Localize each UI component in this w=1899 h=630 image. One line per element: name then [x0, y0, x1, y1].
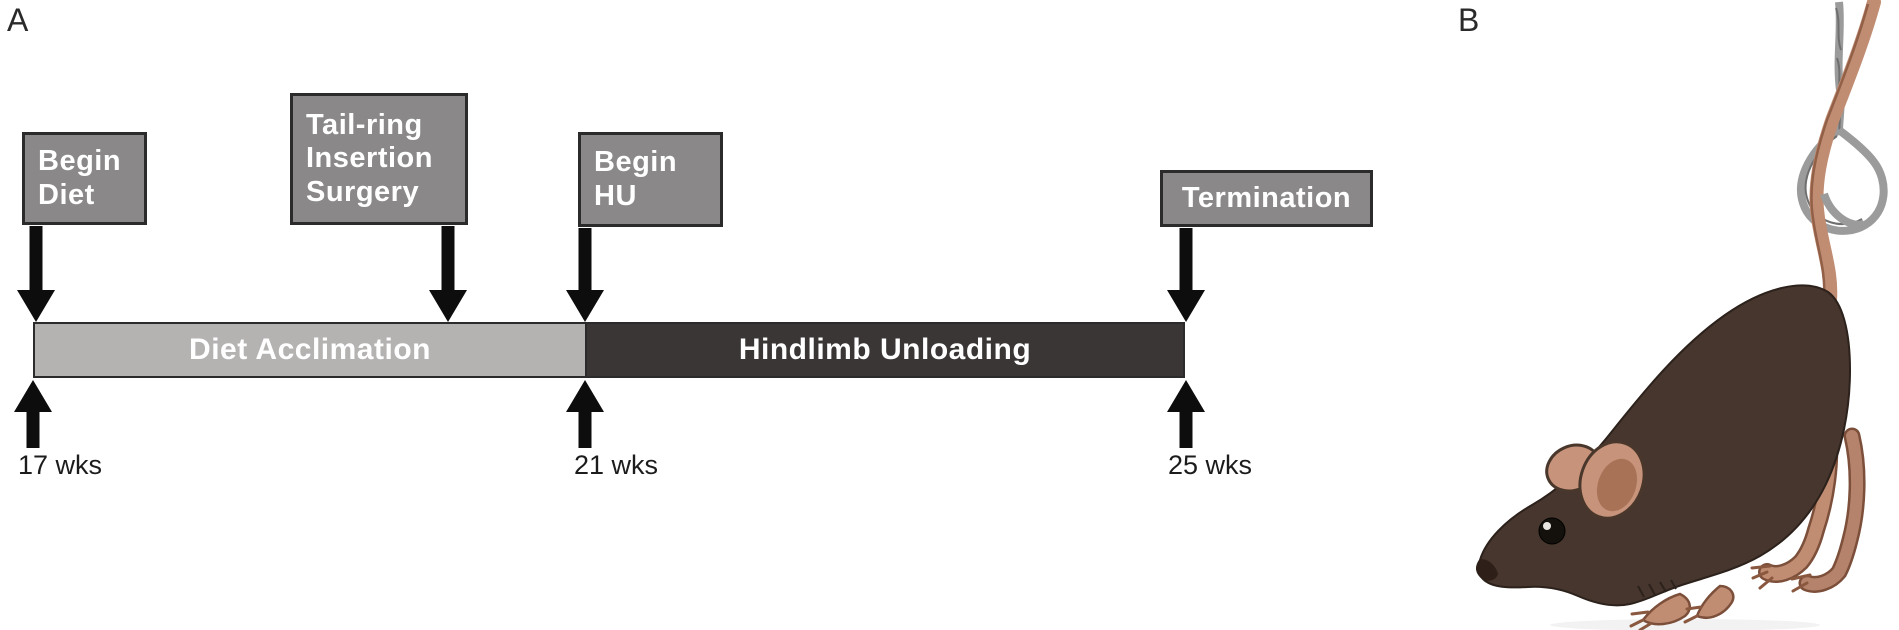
event-box-termination: Termination	[1160, 170, 1373, 227]
arrow-head	[566, 290, 604, 322]
mouse-body	[1476, 284, 1852, 607]
mouse-nose	[1476, 559, 1498, 581]
ground-shadow	[1550, 619, 1820, 630]
event-box-begin-diet: Begin Diet	[22, 132, 147, 225]
phase-diet-acclimation: Diet Acclimation	[35, 324, 587, 376]
event-box-tail-ring-surgery: Tail-ring Insertion Surgery	[290, 93, 468, 225]
down-arrow-icon	[1167, 228, 1205, 322]
panel-a-label: A	[7, 2, 29, 38]
arrow-head	[17, 290, 55, 322]
phase-hindlimb-unloading: Hindlimb Unloading	[587, 324, 1183, 376]
arrow-head	[566, 380, 604, 412]
arrow-head	[429, 290, 467, 322]
fur-detail	[1637, 579, 1677, 598]
arrow-shaft	[1179, 228, 1193, 294]
arrow-shaft	[26, 408, 40, 448]
wire-knot-overlap	[1820, 192, 1865, 229]
arrow-shaft	[578, 228, 592, 294]
arrow-head	[1167, 380, 1205, 412]
panel-b-label: B	[1458, 2, 1480, 38]
event-box-begin-hu: Begin HU	[578, 132, 723, 227]
down-arrow-icon	[429, 226, 467, 322]
up-arrow-icon	[14, 380, 52, 448]
event-box-begin-diet-label: Begin Diet	[38, 145, 122, 211]
event-box-tail-ring-surgery-label: Tail-ring Insertion Surgery	[306, 109, 433, 208]
mouse-ears	[1545, 440, 1646, 520]
phase-hindlimb-unloading-label: Hindlimb Unloading	[738, 333, 1032, 366]
week-label-17: 17 wks	[18, 450, 103, 480]
week-label-25: 25 wks	[1168, 450, 1253, 480]
arrow-head	[14, 380, 52, 412]
up-arrow-icon	[566, 380, 604, 448]
arrow-shaft	[578, 408, 592, 448]
arrow-shaft	[1179, 408, 1193, 448]
down-arrow-icon	[566, 228, 604, 322]
timeline-bar: Diet Acclimation Hindlimb Unloading	[33, 322, 1185, 378]
mouse-tail	[1809, 0, 1881, 307]
mouse-front-paws	[1629, 584, 1735, 630]
down-arrow-icon	[17, 226, 55, 322]
up-arrow-icon	[1167, 380, 1205, 448]
arrow-shaft	[441, 226, 455, 294]
mouse-eye	[1538, 517, 1566, 545]
mouse-tail-suspension-illustration	[1476, 0, 1888, 630]
week-label-21: 21 wks	[574, 450, 659, 480]
arrow-head	[1167, 290, 1205, 322]
phase-diet-acclimation-label: Diet Acclimation	[189, 333, 431, 366]
event-box-termination-label: Termination	[1181, 181, 1352, 214]
arrow-shaft	[29, 226, 43, 294]
event-box-begin-hu-label: Begin HU	[594, 146, 678, 212]
